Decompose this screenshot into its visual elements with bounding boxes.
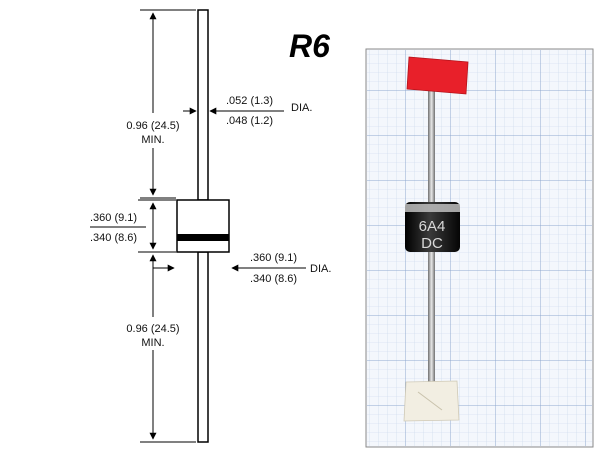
- body-diameter-min: .340 (8.6): [250, 273, 297, 285]
- package-title: R6: [289, 28, 330, 64]
- lead-diameter-unit: DIA.: [291, 102, 312, 114]
- graph-paper-grid: [367, 50, 592, 446]
- body-marking-line2: DC: [421, 235, 443, 252]
- top-lead: [197, 9, 209, 201]
- dim-body-diameter: .360 (9.1) .340 (8.6) DIA.: [153, 252, 331, 285]
- body-length-min: .340 (8.6): [90, 232, 137, 244]
- white-tape: [403, 380, 460, 422]
- body-diameter-unit: DIA.: [310, 263, 331, 275]
- bottom-lead: [197, 251, 209, 443]
- package-outline: [176, 9, 230, 443]
- diode-body: [176, 199, 230, 253]
- photo-top-lead: [428, 78, 435, 203]
- body-diameter-max: .360 (9.1): [250, 252, 297, 264]
- component-photo: 6A4 DC: [365, 48, 594, 448]
- top-lead-length-value: 0.96 (24.5): [126, 120, 179, 132]
- cathode-band: [177, 234, 229, 241]
- dim-lead-diameter: .052 (1.3) .048 (1.2) DIA.: [183, 95, 312, 127]
- body-marking-line1: 6A4: [419, 218, 446, 235]
- dim-body-length: .360 (9.1) .340 (8.6): [90, 199, 176, 253]
- dim-top-lead-length: 0.96 (24.5) MIN.: [126, 9, 196, 199]
- top-lead-length-qualifier: MIN.: [141, 134, 164, 146]
- photo-bottom-lead: [428, 248, 435, 398]
- bottom-lead-length-value: 0.96 (24.5): [126, 323, 179, 335]
- photo-cathode-band: [405, 204, 460, 212]
- body-length-max: .360 (9.1): [90, 212, 137, 224]
- lead-diameter-min: .048 (1.2): [226, 115, 273, 127]
- lead-diameter-max: .052 (1.3): [226, 95, 273, 107]
- dim-bottom-lead-length: 0.96 (24.5) MIN.: [126, 254, 196, 443]
- bottom-lead-length-qualifier: MIN.: [141, 337, 164, 349]
- red-tape: [406, 56, 469, 95]
- photo-diode-body: [405, 202, 460, 252]
